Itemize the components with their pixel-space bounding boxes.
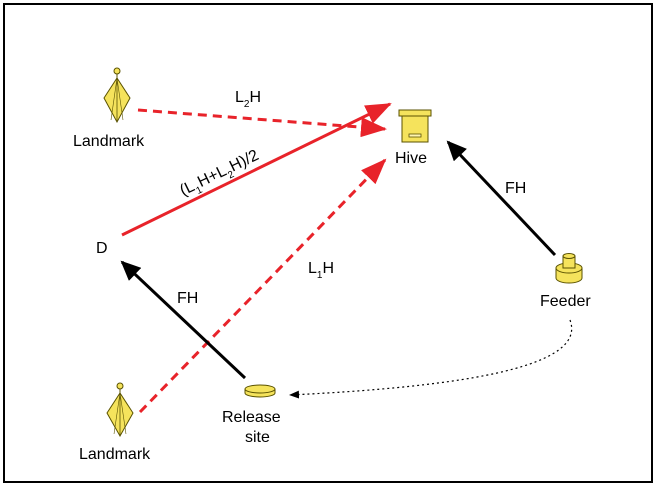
release-site-label-line1: Release — [222, 409, 281, 426]
release-site-dish-icon — [244, 384, 276, 398]
l1h-vector — [138, 158, 387, 414]
fh-vector-release-d — [120, 260, 247, 380]
displacement-path — [289, 319, 573, 399]
fh-label-right: FH — [505, 180, 526, 197]
fh-vector-feeder-hive — [446, 140, 557, 257]
cone-landmark-icon — [103, 67, 131, 124]
landmark-top-label: Landmark — [73, 133, 145, 150]
fh-label-left: FH — [177, 290, 198, 307]
cone-landmark-icon — [106, 382, 134, 438]
mean-vector — [121, 102, 392, 237]
d-label: D — [96, 240, 108, 257]
feeder-label: Feeder — [540, 293, 591, 310]
beehive-box-icon — [398, 109, 432, 143]
l2h-vector — [137, 108, 387, 138]
hive-label: Hive — [395, 150, 427, 167]
feeder-icon — [555, 253, 583, 284]
mean-formula-label: (L1H+L2H)/2 — [177, 147, 263, 203]
release-site-label-line2: site — [245, 429, 270, 446]
l2h-label: L2H — [235, 89, 261, 110]
landmark-bottom-label: Landmark — [79, 446, 151, 463]
l1h-label: L1H — [308, 260, 334, 281]
